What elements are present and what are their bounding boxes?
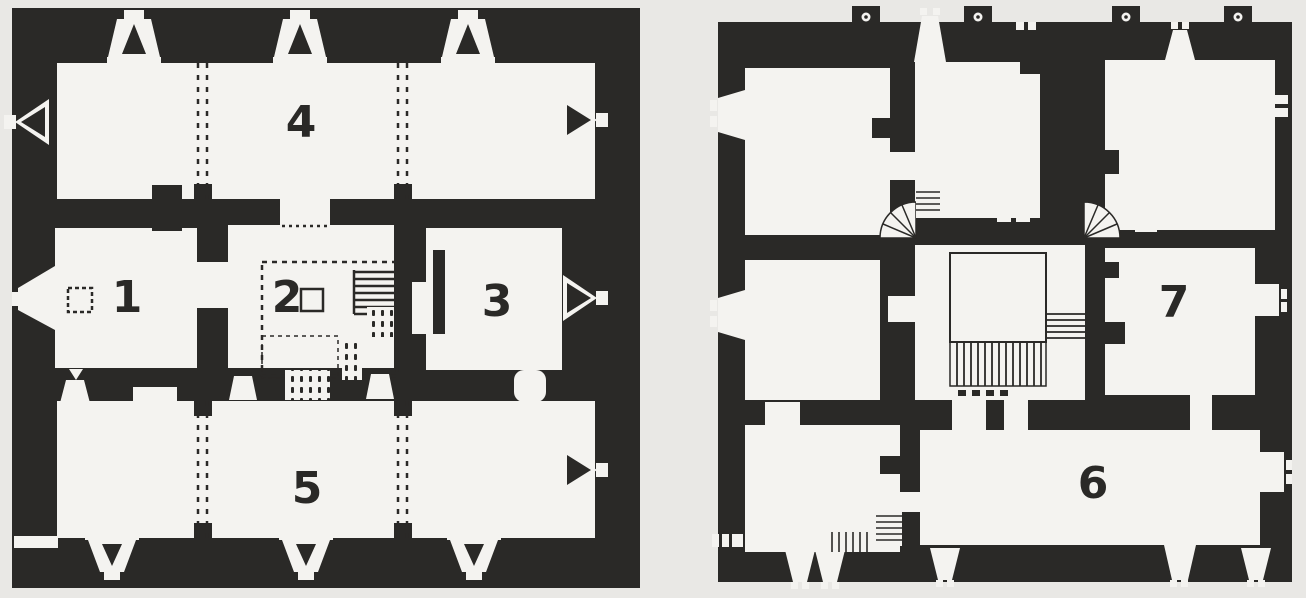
wall-piers — [872, 62, 1125, 474]
window-slit-icon — [12, 292, 18, 306]
top-row-rooms — [57, 63, 595, 199]
right-floor-plan: 6 7 — [710, 6, 1292, 589]
hatched-area — [285, 370, 330, 400]
window-icons-east — [1255, 95, 1292, 492]
hatched-area — [367, 307, 394, 337]
room-1-floor — [55, 228, 197, 368]
room-label-7: 7 — [1159, 277, 1190, 328]
room-6-floor — [920, 430, 1260, 545]
stair-hall-floor — [915, 245, 1085, 400]
door-gap — [280, 199, 330, 228]
main-stair-icon — [956, 342, 1042, 386]
door-gap — [412, 282, 432, 334]
window-embrasure-icon — [18, 266, 55, 330]
bottom-row-rooms — [57, 401, 595, 538]
room-7-floor — [1105, 248, 1255, 395]
hatched-area — [342, 338, 362, 380]
room-floor — [745, 260, 880, 400]
door-gap — [197, 262, 228, 308]
stair-hall — [260, 225, 445, 400]
left-floor-plan: 1 2 3 4 5 — [4, 8, 640, 588]
room-floor — [745, 425, 900, 552]
door-symbols — [14, 369, 546, 548]
window-icons-west — [710, 90, 745, 547]
room-3-floor — [426, 228, 562, 370]
corner-stairs-icon — [826, 510, 902, 552]
stairwell — [949, 252, 1086, 396]
pier-marker — [299, 287, 325, 313]
side-stair-icon — [1046, 313, 1086, 339]
room-label-5: 5 — [292, 463, 323, 514]
room-label-1: 1 — [112, 272, 143, 323]
room-label-2: 2 — [272, 272, 303, 323]
small-stair-icon — [916, 186, 940, 218]
top-window-icons — [914, 8, 1195, 62]
room-2-floor — [228, 225, 394, 368]
window-icons-south — [785, 545, 1271, 589]
room-floor — [745, 68, 890, 235]
room-label-6: 6 — [1078, 458, 1109, 509]
dashed-pier-marker — [66, 286, 94, 314]
door-gaps — [765, 152, 1212, 512]
room-floor — [1105, 60, 1275, 230]
room-label-4: 4 — [286, 97, 317, 148]
room-label-3: 3 — [482, 276, 513, 327]
dashed-room-outline — [260, 260, 399, 378]
dashed-partitions — [196, 63, 409, 538]
